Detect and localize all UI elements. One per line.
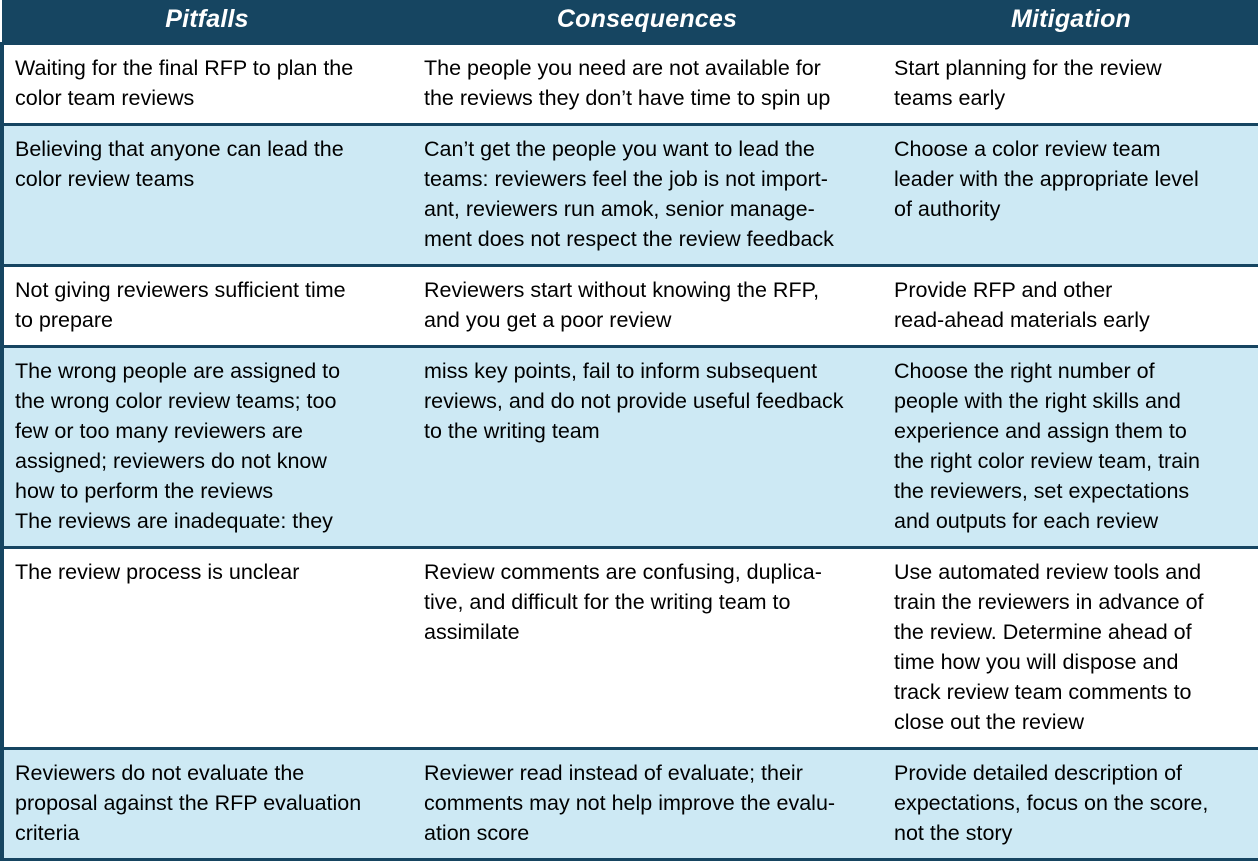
table-cell-consequences: miss key points, fail to inform subseque… [412, 345, 882, 549]
table-cell-mitigation: Choose the right number of people with th… [882, 345, 1258, 549]
cell-text-line: Waiting for the final RFP to plan the [15, 56, 354, 80]
cell-text-line: track review team comments to [894, 680, 1192, 704]
cell-text-line: to the writing team [424, 419, 600, 443]
table-cell-consequences: Can’t get the people you want to lead th… [412, 123, 882, 267]
cell-text-line: miss key points, fail to inform subseque… [424, 359, 818, 383]
cell-text-line: teams: reviewers feel the job is not imp… [424, 167, 828, 191]
cell-text-line: people with the right skills and [894, 389, 1181, 413]
cell-text-line: Review comments are confusing, duplica- [424, 560, 822, 584]
table-cell-mitigation: Use automated review tools and train the … [882, 546, 1258, 750]
cell-text-line: criteria [15, 821, 80, 845]
cell-text-line: Reviewer read instead of evaluate; their [424, 761, 803, 785]
cell-text-line: Believing that anyone can lead the [15, 137, 344, 161]
table-row: Not giving reviewers sufficient time to p… [0, 264, 1258, 348]
cell-text-line: Provide detailed description of [894, 761, 1183, 785]
cell-text-line: The reviews are inadequate: they [15, 509, 333, 533]
cell-text-line: ment does not respect the review feedbac… [424, 227, 834, 251]
cell-text-line: Not giving reviewers sufficient time [15, 278, 346, 302]
table-row: The review process is unclear Review comm… [0, 546, 1258, 750]
table-cell-pitfalls: Reviewers do not evaluate the proposal ag… [0, 747, 412, 861]
cell-text-line: The wrong people are assigned to [15, 359, 341, 383]
cell-text-line: assigned; reviewers do not know [15, 449, 327, 473]
table-cell-consequences: The people you need are not available fo… [412, 42, 882, 126]
table-cell-mitigation: Choose a color review team leader with th… [882, 123, 1258, 267]
cell-text-line: comments may not help improve the evalu- [424, 791, 836, 815]
table-cell-mitigation: Provide RFP and other read-ahead material… [882, 264, 1258, 348]
column-header-consequences: Consequences [412, 0, 882, 44]
cell-text-line: Reviewers do not evaluate the [15, 761, 305, 785]
table-cell-pitfalls: Not giving reviewers sufficient time to p… [0, 264, 412, 348]
table-cell-mitigation: Start planning for the review teams early [882, 42, 1258, 126]
cell-text-line: few or too many reviewers are [15, 419, 303, 443]
cell-text-line: experience and assign them to [894, 419, 1187, 443]
cell-text-line: the wrong color review teams; too [15, 389, 337, 413]
cell-text-line: Start planning for the review [894, 56, 1162, 80]
cell-text-line: time how you will dispose and [894, 650, 1179, 674]
cell-text-line: tive, and difficult for the writing team… [424, 590, 791, 614]
cell-text-line: Choose a color review team [894, 137, 1161, 161]
cell-text-line: expectations, focus on the score, [894, 791, 1209, 815]
cell-text-line: how to perform the reviews [15, 479, 274, 503]
cell-text-line: color review teams [15, 167, 195, 191]
cell-text-line: proposal against the RFP evaluation [15, 791, 362, 815]
cell-text-line: close out the review [894, 710, 1085, 734]
cell-text-line: Provide RFP and other [894, 278, 1113, 302]
table-cell-pitfalls: Believing that anyone can lead the color … [0, 123, 412, 267]
table-cell-mitigation: Provide detailed description of expectati… [882, 747, 1258, 861]
table-header-row: Pitfalls Consequences Mitigation [2, 0, 1258, 44]
table-cell-consequences: Reviewer read instead of evaluate; their… [412, 747, 882, 861]
cell-text-line: read-ahead materials early [894, 308, 1150, 332]
table-body: Waiting for the final RFP to plan the col… [0, 42, 1258, 861]
cell-text-line: ation score [424, 821, 530, 845]
table-row: The wrong people are assigned to the wron… [0, 345, 1258, 549]
cell-text-line: of authority [894, 197, 1001, 221]
cell-text-line: the right color review team, train [894, 449, 1200, 473]
cell-text-line: color team reviews [15, 86, 195, 110]
cell-text-line: assimilate [424, 620, 520, 644]
cell-text-line: the reviewers, set expectations [894, 479, 1190, 503]
cell-text-line: The people you need are not available fo… [424, 56, 821, 80]
table-cell-pitfalls: Waiting for the final RFP to plan the col… [0, 42, 412, 126]
table-header: Pitfalls Consequences Mitigation [2, 0, 1258, 44]
cell-text-line: train the reviewers in advance of [894, 590, 1204, 614]
cell-text-line: Can’t get the people you want to lead th… [424, 137, 815, 161]
table-row: Waiting for the final RFP to plan the col… [0, 42, 1258, 126]
cell-text-line: leader with the appropriate level [894, 167, 1199, 191]
cell-text-line: teams early [894, 86, 1006, 110]
table-cell-pitfalls: The wrong people are assigned to the wron… [0, 345, 412, 549]
cell-text-line: Use automated review tools and [894, 560, 1202, 584]
cell-text-line: the review. Determine ahead of [894, 620, 1192, 644]
cell-text-line: The review process is unclear [15, 560, 300, 584]
table-row: Reviewers do not evaluate the proposal ag… [0, 747, 1258, 861]
table-row: Believing that anyone can lead the color … [0, 123, 1258, 267]
table-cell-pitfalls: The review process is unclear [0, 546, 412, 750]
cell-text-line: the reviews they don’t have time to spin… [424, 86, 831, 110]
column-header-mitigation: Mitigation [882, 0, 1258, 44]
cell-text-line: reviews, and do not provide useful feedb… [424, 389, 844, 413]
cell-text-line: ant, reviewers run amok, senior manage- [424, 197, 815, 221]
cell-text-line: and you get a poor review [424, 308, 672, 332]
cell-text-line: Choose the right number of [894, 359, 1155, 383]
cell-text-line: to prepare [15, 308, 114, 332]
cell-text-line: not the story [894, 821, 1013, 845]
table-cell-consequences: Review comments are confusing, duplica-t… [412, 546, 882, 750]
cell-text-line: and outputs for each review [894, 509, 1159, 533]
column-header-pitfalls: Pitfalls [2, 0, 412, 44]
cell-text-line: Reviewers start without knowing the RFP, [424, 278, 820, 302]
table-cell-consequences: Reviewers start without knowing the RFP,… [412, 264, 882, 348]
